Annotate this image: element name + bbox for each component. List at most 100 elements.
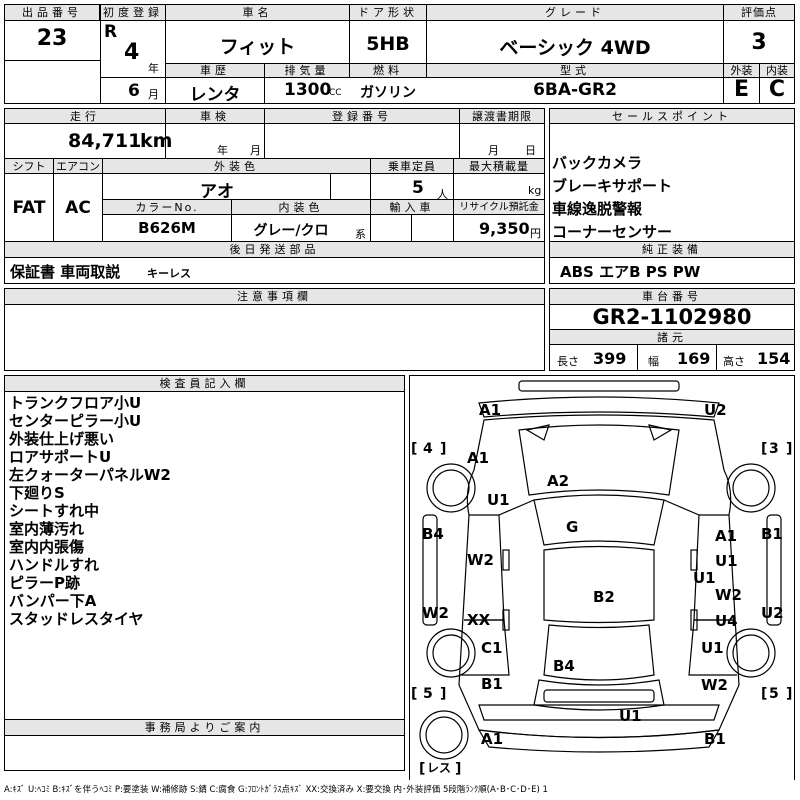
- grade: ベーシック 4WD: [499, 37, 651, 59]
- inspector-item: シートすれ中: [9, 502, 100, 520]
- reg-no-label: 登録番号: [264, 108, 460, 124]
- width-label: 幅: [648, 355, 659, 368]
- transfer-day: 日: [525, 144, 536, 157]
- mark-left-rear-door: W2: [422, 604, 449, 622]
- tire-lr-bracket: [: [411, 686, 417, 702]
- capacity-unit: 人: [437, 188, 448, 201]
- fuel-label: 燃料: [349, 63, 427, 78]
- model-label: 型式: [426, 63, 724, 78]
- mileage-unit: km: [140, 130, 173, 152]
- int-color-label: 内装色: [231, 199, 371, 215]
- import-label: 輸入車: [370, 199, 454, 215]
- inspection-month-unit: 月: [250, 144, 261, 157]
- ac: AC: [65, 198, 91, 218]
- inspector-items: トランクフロア小U センターピラー小U 外装仕上げ悪い ロアサポートU 左クォー…: [9, 394, 171, 628]
- car-diagram: A1 U2 A1 U1 A2 G B4 W2 W2 XX C1 B1 B2 B4…: [411, 380, 792, 777]
- displacement-unit: CC: [329, 88, 342, 98]
- tire-rr: 5: [769, 686, 779, 702]
- month-unit: 月: [148, 88, 159, 101]
- transfer-label: 譲渡書期限: [459, 108, 545, 124]
- inspector-item: バンパー下A: [9, 592, 97, 610]
- car-name: フィット: [219, 36, 296, 58]
- sales-point: コーナーセンサー: [552, 223, 673, 241]
- tire-rf: 3: [769, 441, 779, 457]
- mark-right-rear-door: W2: [715, 586, 742, 604]
- car-name-label: 車名: [165, 4, 350, 21]
- width: 169: [677, 349, 711, 368]
- tire-lf: 4: [423, 441, 433, 457]
- notes-label: 注意事項欄: [4, 288, 545, 305]
- inspection-label: 車検: [165, 108, 265, 124]
- mark-right-center: U1: [693, 569, 716, 587]
- fuel: ガソリン: [360, 85, 416, 101]
- ac-label: エアコン: [53, 158, 103, 174]
- later-items: 保証書 車両取説: [10, 263, 121, 281]
- load-unit: kg: [528, 184, 542, 197]
- mark-right-rear-door-u: U4: [715, 612, 738, 630]
- door: 5HB: [366, 33, 410, 55]
- era: R: [104, 22, 118, 42]
- legend: A:ｷｽﾞ U:ﾍｺﾐ B:ｷｽﾞを伴うﾍｺﾐ P:要塗装 W:補修跡 S:錆 …: [4, 785, 548, 795]
- displacement-label: 排気量: [264, 63, 350, 78]
- sales-points: バックカメラ ブレーキサポート 車線逸脱警報 コーナーセンサー: [552, 152, 672, 244]
- mark-rear-bumper-u: U1: [619, 707, 642, 725]
- later-extra: キーレス: [147, 267, 191, 280]
- sales-label: セールスポイント: [549, 108, 795, 124]
- inspection-year-unit: 年: [217, 144, 228, 157]
- inspector-item: ハンドルすれ: [9, 556, 100, 574]
- spare-bracket: [: [419, 761, 425, 777]
- recycle: 9,350: [479, 219, 530, 238]
- door-label: ドア形状: [349, 4, 427, 21]
- color: アオ: [200, 182, 234, 202]
- height-label: 高さ: [723, 355, 745, 368]
- mileage: 84,711: [68, 130, 142, 152]
- color-no-label: カラーNo.: [102, 199, 232, 215]
- inspector-item: 室内薄汚れ: [9, 520, 85, 538]
- mark-right-front-door: B1: [761, 525, 783, 543]
- exterior-label: 外装: [723, 63, 760, 78]
- inspector-item: 外装仕上げ悪い: [9, 430, 115, 448]
- model: 6BA-GR2: [533, 80, 617, 100]
- score: 3: [751, 30, 767, 55]
- mark-rear-glass: B4: [553, 657, 575, 675]
- color-no: B626M: [138, 219, 196, 237]
- grade-label: グレード: [426, 4, 724, 21]
- first-reg-label: 初度登録: [100, 4, 166, 21]
- recycle-unit: 円: [530, 227, 541, 240]
- mark-right-side: U2: [761, 604, 784, 622]
- spare-bracket-close: ]: [455, 761, 461, 777]
- later-label: 後日発送部品: [4, 241, 545, 258]
- interior-label: 内装: [759, 63, 795, 78]
- mark-left-front-door2: W2: [467, 551, 494, 569]
- mileage-label: 走行: [4, 108, 166, 124]
- inspector-item: 左クォーターパネルW2: [9, 466, 171, 484]
- year-unit: 年: [148, 62, 159, 75]
- spare: レス: [427, 761, 451, 775]
- exterior-score: E: [733, 77, 750, 102]
- mark-right-front-door-u: U1: [715, 552, 738, 570]
- history: レンタ: [189, 85, 241, 105]
- lot-no-label: 出品番号: [4, 4, 100, 21]
- sales-point: ブレーキサポート: [552, 177, 673, 195]
- tire-rf-bracket: [: [761, 441, 767, 457]
- mark-lf-fender2: U1: [487, 491, 510, 509]
- diagram-box: [409, 375, 795, 780]
- transfer-month: 月: [488, 144, 499, 157]
- sales-point: 車線逸脱警報: [552, 200, 643, 218]
- inspector-item: 下廻りS: [9, 484, 65, 502]
- mark-left-rear-door2: XX: [467, 611, 491, 629]
- mark-right-rear-quarter-u: U1: [701, 639, 724, 657]
- tire-rr-bracket-close: ]: [786, 686, 792, 702]
- shift-label: シフト: [4, 158, 54, 174]
- mark-roof: B2: [593, 588, 615, 606]
- inspector-item: ロアサポートU: [9, 448, 112, 466]
- mark-left-front-door: B4: [422, 525, 444, 543]
- month: 6: [128, 81, 140, 101]
- tire-lf-bracket-close: ]: [440, 441, 446, 457]
- mark-front-left: A1: [479, 401, 501, 419]
- tire-rr-bracket: [: [761, 686, 767, 702]
- inspector-item: スタッドレスタイヤ: [9, 610, 144, 628]
- inspector-item: トランクフロア小U: [9, 394, 142, 412]
- height: 154: [757, 349, 791, 368]
- tire-lr-bracket-close: ]: [440, 686, 446, 702]
